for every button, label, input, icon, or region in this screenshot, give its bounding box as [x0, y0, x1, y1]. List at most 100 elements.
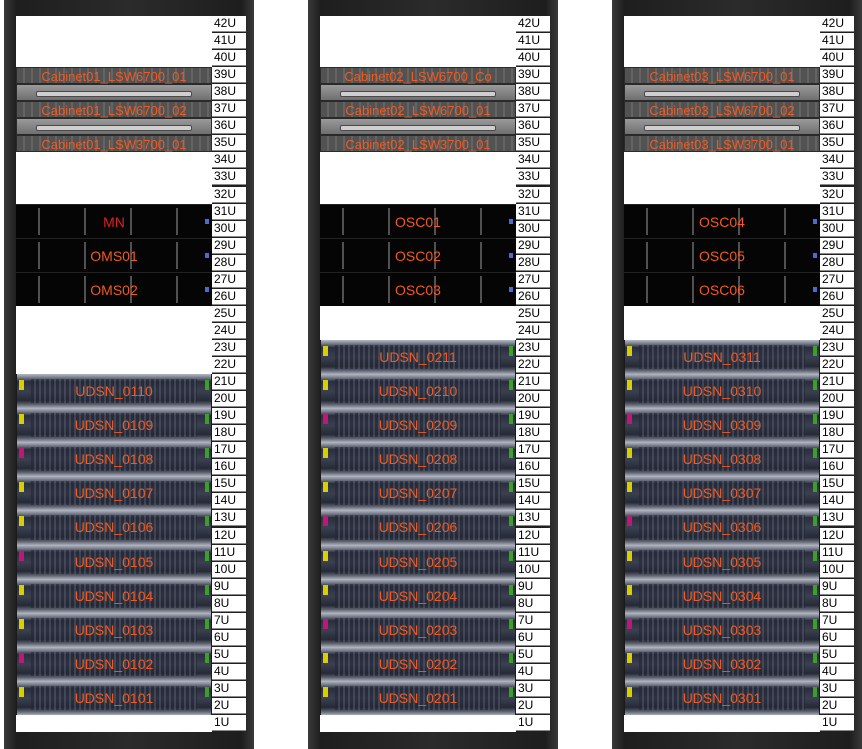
controller-server[interactable]: OSC05	[624, 237, 820, 272]
unit-label: 2U	[820, 698, 854, 714]
unit-label: 38U	[516, 84, 550, 101]
left-tag-icon	[19, 482, 24, 493]
storage-node[interactable]: UDSN_0106	[16, 510, 212, 545]
unit-label: 34U	[820, 152, 854, 169]
unit-label: 32U	[212, 186, 246, 203]
network-switch[interactable]: Cabinet01_LSW6700_01	[16, 67, 212, 85]
storage-node[interactable]: UDSN_0209	[320, 408, 516, 443]
front-grille	[639, 651, 805, 676]
storage-node[interactable]: UDSN_0211	[320, 339, 516, 375]
network-switch[interactable]: Cabinet02_LSW6700_01	[320, 101, 516, 119]
network-switch[interactable]: Cabinet03_LSW6700_01	[624, 67, 820, 85]
storage-node[interactable]: UDSN_0107	[16, 476, 212, 511]
controller-server[interactable]: OSC02	[320, 237, 516, 272]
storage-node[interactable]: UDSN_0306	[624, 510, 820, 545]
storage-node[interactable]: UDSN_0110	[16, 374, 212, 409]
drive-bays	[16, 241, 212, 269]
storage-node[interactable]: UDSN_0310	[624, 374, 820, 409]
unit-label: 23U	[516, 339, 550, 356]
storage-node[interactable]: UDSN_0308	[624, 442, 820, 477]
right-tag-icon	[813, 652, 817, 663]
left-tag-icon	[627, 345, 632, 356]
storage-node[interactable]: UDSN_0205	[320, 544, 516, 579]
controller-server[interactable]: OSC01	[320, 203, 516, 238]
controller-server[interactable]: MN	[16, 203, 212, 238]
controller-server[interactable]: OSC06	[624, 271, 820, 306]
storage-node[interactable]: UDSN_0102	[16, 646, 212, 681]
network-switch[interactable]: Cabinet02_LSW3700_01	[320, 135, 516, 153]
left-tag-icon	[627, 516, 632, 527]
unit-label: 11U	[212, 544, 246, 561]
storage-node[interactable]: UDSN_0309	[624, 408, 820, 443]
front-grille	[335, 481, 501, 506]
controller-server[interactable]: OSC03	[320, 271, 516, 306]
controller-server[interactable]: OSC04	[624, 203, 820, 238]
unit-label: 10U	[212, 561, 246, 578]
right-tag-icon	[509, 448, 513, 459]
right-tag-icon	[813, 380, 817, 391]
storage-node[interactable]: UDSN_0202	[320, 646, 516, 681]
unit-label: 34U	[516, 152, 550, 169]
storage-node[interactable]: UDSN_0302	[624, 646, 820, 681]
network-switch[interactable]: Cabinet01_LSW6700_02	[16, 101, 212, 119]
unit-label: 11U	[820, 544, 854, 561]
left-tag-icon	[323, 448, 328, 459]
left-tag-icon	[19, 380, 24, 391]
controller-server[interactable]: OMS01	[16, 237, 212, 272]
unit-label: 9U	[820, 578, 854, 595]
unit-label: 33U	[212, 169, 246, 186]
storage-node[interactable]: UDSN_0203	[320, 612, 516, 647]
right-tag-icon	[509, 516, 513, 527]
unit-label: 9U	[516, 578, 550, 595]
storage-node[interactable]: UDSN_0103	[16, 612, 212, 647]
network-switch[interactable]: Cabinet01_LSW3700_01	[16, 135, 212, 153]
storage-node[interactable]: UDSN_0201	[320, 680, 516, 716]
right-tag-icon	[813, 516, 817, 527]
front-grille	[639, 685, 805, 711]
unit-label: 17U	[820, 442, 854, 459]
storage-node[interactable]: UDSN_0101	[16, 680, 212, 716]
storage-node[interactable]: UDSN_0204	[320, 578, 516, 613]
unit-label: 42U	[212, 16, 246, 32]
controller-server[interactable]: OMS02	[16, 271, 212, 306]
unit-label: 28U	[212, 254, 246, 271]
drive-bays	[320, 207, 516, 235]
storage-node[interactable]: UDSN_0307	[624, 476, 820, 511]
network-switch[interactable]: Cabinet02_LSW6700_Co	[320, 67, 516, 85]
storage-node[interactable]: UDSN_0304	[624, 578, 820, 613]
storage-node[interactable]: UDSN_0305	[624, 544, 820, 579]
network-switch[interactable]: Cabinet03_LSW6700_02	[624, 101, 820, 119]
right-tag-icon	[509, 345, 513, 356]
front-grille	[31, 413, 197, 438]
left-tag-icon	[627, 584, 632, 595]
unit-label: 39U	[820, 67, 854, 84]
unit-label: 18U	[820, 425, 854, 442]
storage-node[interactable]: UDSN_0109	[16, 408, 212, 443]
storage-node[interactable]: UDSN_0303	[624, 612, 820, 647]
drive-bays	[320, 241, 516, 269]
unit-label: 38U	[820, 84, 854, 101]
storage-node[interactable]: UDSN_0104	[16, 578, 212, 613]
storage-node[interactable]: UDSN_0311	[624, 339, 820, 375]
unit-label: 5U	[212, 646, 246, 663]
storage-node[interactable]: UDSN_0105	[16, 544, 212, 579]
front-grille	[639, 549, 805, 574]
unit-label: 39U	[212, 67, 246, 84]
storage-node[interactable]: UDSN_0206	[320, 510, 516, 545]
right-tag-icon	[509, 482, 513, 493]
storage-node[interactable]: UDSN_0207	[320, 476, 516, 511]
storage-node[interactable]: UDSN_0108	[16, 442, 212, 477]
storage-node[interactable]: UDSN_0208	[320, 442, 516, 477]
unit-label: 25U	[212, 305, 246, 322]
unit-label: 17U	[212, 442, 246, 459]
network-switch[interactable]: Cabinet03_LSW3700_01	[624, 135, 820, 153]
status-led-icon	[205, 253, 209, 259]
front-grille	[639, 583, 805, 608]
front-grille	[31, 651, 197, 676]
unit-label: 31U	[820, 203, 854, 220]
front-grille	[639, 413, 805, 438]
unit-label: 14U	[212, 493, 246, 510]
storage-node[interactable]: UDSN_0210	[320, 374, 516, 409]
storage-node[interactable]: UDSN_0301	[624, 680, 820, 716]
